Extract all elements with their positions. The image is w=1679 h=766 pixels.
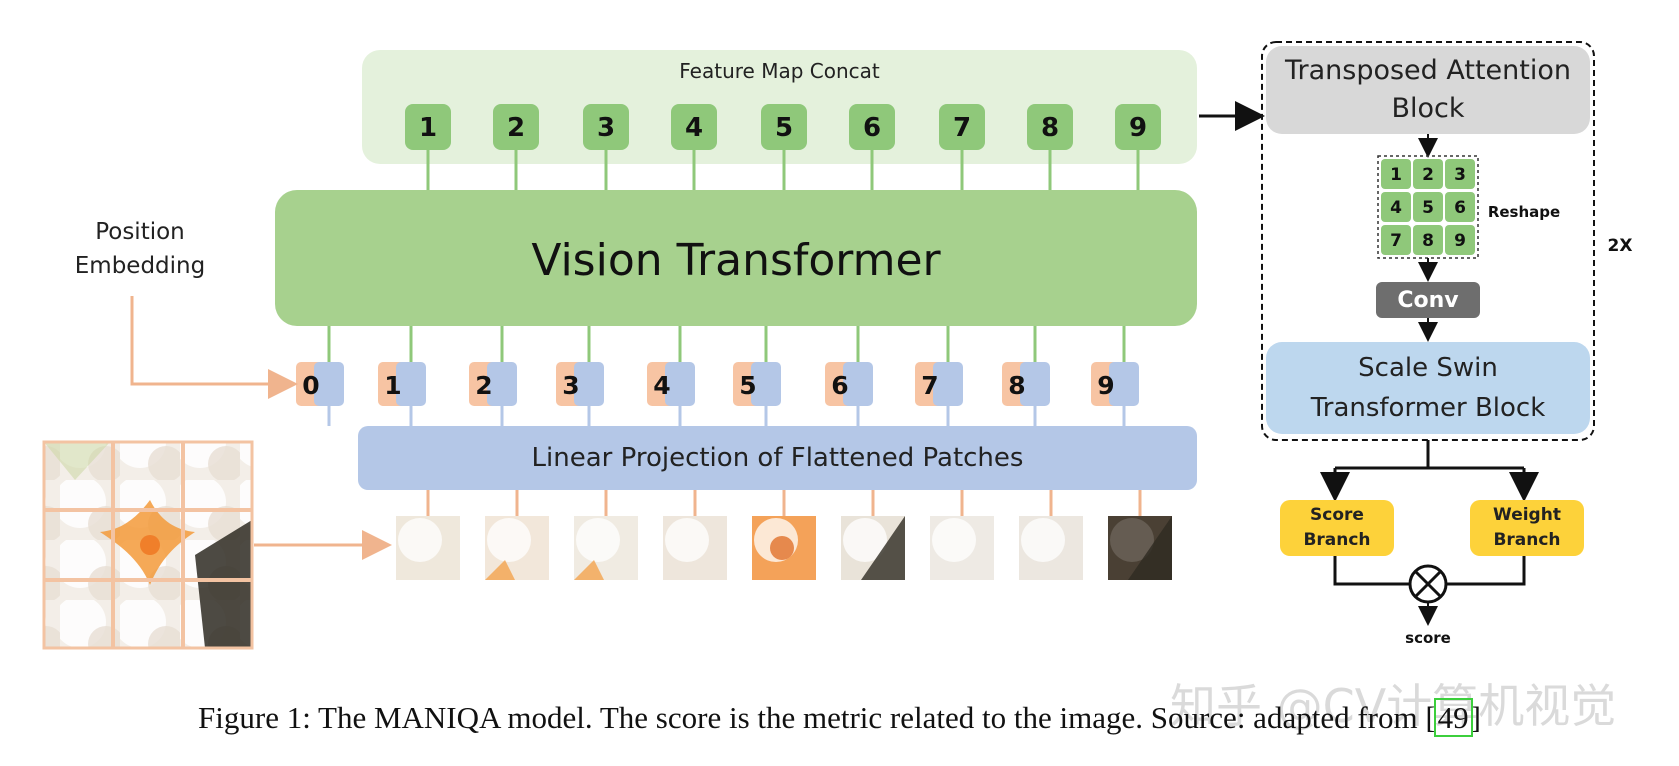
position-token-label: 6 (831, 371, 848, 400)
patch-token (751, 362, 781, 406)
weight-branch-label: Weight Branch (1493, 505, 1561, 550)
transposed-attention-title: Transposed Attention Block (1284, 55, 1572, 124)
reshape-cell-label: 9 (1454, 231, 1466, 251)
feature-token-label: 9 (1129, 113, 1147, 143)
reshape-cell (1445, 192, 1475, 222)
transposed-attention-block (1266, 46, 1590, 134)
feature-token (849, 104, 895, 150)
feature-token-label: 4 (685, 113, 703, 143)
repeat-label: 2X (1607, 236, 1633, 256)
image-patch (930, 516, 994, 580)
reshape-cell-label: 4 (1390, 198, 1402, 218)
reshape-cell (1381, 192, 1411, 222)
scale-swin-title: Scale Swin Transformer Block (1310, 353, 1546, 423)
feature-token (583, 104, 629, 150)
reshape-cell-label: 8 (1422, 231, 1434, 251)
reshape-cell (1381, 159, 1411, 189)
conv-label: Conv (1397, 287, 1459, 313)
position-token-label: 1 (384, 371, 401, 400)
caption-end: ] (1470, 700, 1481, 735)
scale-swin-block (1266, 342, 1590, 434)
feature-token (939, 104, 985, 150)
image-patch (1108, 516, 1172, 580)
position-token-label: 8 (1008, 371, 1025, 400)
position-token-label: 0 (302, 371, 319, 400)
position-token-label: 5 (739, 371, 756, 400)
reshape-cell-label: 3 (1454, 165, 1466, 185)
image-patch (1019, 516, 1083, 580)
feature-map-concat-title: Feature Map Concat (679, 59, 880, 83)
reshape-cell (1381, 225, 1411, 255)
reshape-cell-label: 6 (1454, 198, 1466, 218)
feature-token-label: 6 (863, 113, 881, 143)
figure-caption: Figure 1: The MANIQA model. The score is… (0, 698, 1679, 737)
reshape-cell (1413, 225, 1443, 255)
reshape-cell-label: 5 (1422, 198, 1434, 218)
image-patch (841, 516, 905, 580)
image-patch (663, 516, 727, 580)
feature-token (671, 104, 717, 150)
image-patch (485, 516, 549, 580)
feature-token (761, 104, 807, 150)
reshape-cell-label: 2 (1422, 165, 1434, 185)
reshape-cell (1445, 159, 1475, 189)
weight-branch-block (1470, 500, 1584, 556)
patch-token (314, 362, 344, 406)
feature-token-label: 5 (775, 113, 793, 143)
image-patch (752, 516, 816, 580)
multiply-icon (1408, 564, 1448, 604)
feature-token (1115, 104, 1161, 150)
vision-transformer-title: Vision Transformer (531, 234, 941, 286)
source-image (42, 440, 254, 650)
linear-projection-title: Linear Projection of Flattened Patches (531, 443, 1024, 473)
patch-token (665, 362, 695, 406)
position-token-label: 3 (562, 371, 579, 400)
conv-block (1376, 282, 1480, 318)
position-embedding-label: Position Embedding (74, 219, 206, 279)
reshape-cell-label: 7 (1390, 231, 1402, 251)
feature-token (493, 104, 539, 150)
repeat-dashed-box (1261, 41, 1595, 441)
reshape-cell (1413, 192, 1443, 222)
patch-token (574, 362, 604, 406)
reshape-cell (1445, 225, 1475, 255)
position-token-label: 7 (921, 371, 938, 400)
feature-token-label: 3 (597, 113, 615, 143)
image-patch (574, 516, 638, 580)
position-token-label: 2 (475, 371, 492, 400)
score-output-label: score (1405, 629, 1451, 647)
feature-token (405, 104, 451, 150)
patch-token (843, 362, 873, 406)
feature-token-label: 1 (419, 113, 437, 143)
patch-token (396, 362, 426, 406)
patch-token (1020, 362, 1050, 406)
score-branch-label: Score Branch (1303, 505, 1371, 550)
patch-token (487, 362, 517, 406)
citation-link[interactable]: 49 (1433, 698, 1473, 737)
vision-transformer-block (275, 190, 1197, 326)
position-token-label: 4 (653, 371, 670, 400)
position-embedding-arrow (130, 296, 298, 399)
reshape-cell-label: 1 (1390, 165, 1402, 185)
feature-token-label: 8 (1041, 113, 1059, 143)
patch-token (933, 362, 963, 406)
reshape-cell (1413, 159, 1443, 189)
caption-text: Figure 1: The MANIQA model. The score is… (198, 700, 1436, 735)
reshape-label: Reshape (1487, 203, 1561, 221)
feature-token-label: 7 (953, 113, 971, 143)
feature-token (1027, 104, 1073, 150)
position-token-label: 9 (1097, 371, 1114, 400)
patch-token (1109, 362, 1139, 406)
watermark: 知乎 @CV计算机视觉 (1170, 679, 1617, 733)
image-patch (396, 516, 460, 580)
score-branch-block (1280, 500, 1394, 556)
feature-token-label: 2 (507, 113, 525, 143)
linear-projection-block (358, 426, 1197, 490)
